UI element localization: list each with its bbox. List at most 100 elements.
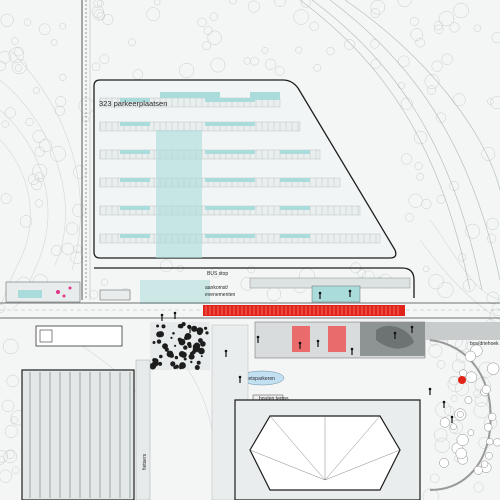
arena-roof-lines	[249, 415, 401, 481]
tree-symbol	[274, 0, 286, 7]
parking-green-strip	[160, 92, 220, 98]
person-head	[442, 400, 446, 404]
plaza-dot	[177, 323, 183, 329]
red-band-crossing	[205, 306, 399, 315]
tree-symbol	[415, 37, 425, 48]
tree-symbol	[96, 12, 105, 21]
tree-symbol	[153, 0, 161, 6]
tree-symbol	[27, 173, 40, 185]
tree-symbol	[247, 265, 256, 274]
tree-symbol	[434, 428, 448, 442]
plaza-dot	[174, 344, 177, 347]
plaza-dot	[172, 332, 175, 335]
building-roof-ridges	[29, 372, 131, 498]
parking-green-strip	[205, 206, 255, 210]
tree-symbol	[449, 420, 463, 435]
person-head	[316, 339, 320, 343]
park-tree	[487, 362, 500, 375]
tree-symbol	[39, 138, 53, 153]
parking-green-strip	[120, 98, 150, 102]
large-building	[21, 369, 135, 500]
plaza-dot	[153, 358, 159, 364]
arrival-label-line1: aankomst/	[205, 285, 229, 291]
person-head	[188, 325, 192, 329]
park-tree	[450, 423, 457, 430]
tree-symbol	[4, 107, 16, 119]
parking-rows	[99, 92, 381, 244]
tree-symbol	[159, 259, 173, 273]
tree-symbol	[4, 424, 18, 438]
plaza-dot-pattern	[149, 322, 209, 370]
tree-symbol	[31, 179, 43, 191]
tree-symbol	[370, 0, 386, 15]
tree-symbol	[370, 59, 381, 69]
tree-symbol	[102, 14, 114, 26]
tree-symbol	[14, 64, 23, 72]
event-red-band	[203, 305, 405, 316]
park-tree	[464, 396, 473, 404]
tree-symbol	[72, 203, 86, 218]
plaza-dot	[188, 353, 195, 360]
plaza-dot	[196, 360, 201, 365]
plaza-dot	[166, 350, 174, 358]
tree-symbol	[247, 0, 260, 13]
tree-symbol	[31, 163, 48, 180]
plaza-dot	[191, 325, 198, 332]
plaza-dot	[158, 361, 163, 366]
tree-symbol	[430, 473, 440, 483]
plaza-dot	[170, 336, 173, 339]
parking-green-strip	[280, 150, 310, 154]
park-tree	[488, 412, 497, 421]
vertical-road	[81, 0, 91, 300]
tree-symbol	[1, 399, 15, 413]
tree-symbol	[326, 46, 335, 56]
tree-symbol	[0, 60, 6, 72]
tree-symbol	[452, 359, 466, 373]
tree-symbol	[73, 165, 87, 179]
tree-symbol	[210, 57, 226, 73]
bus-stop-label: BUS stop	[207, 271, 228, 277]
tree-symbol	[11, 59, 27, 75]
person-head	[393, 331, 397, 335]
tree-symbol	[301, 0, 311, 8]
park-tree	[455, 447, 467, 460]
tree-symbol	[97, 0, 104, 7]
tree-symbol	[23, 18, 32, 26]
parking-green-strip	[280, 234, 310, 238]
tree-symbol	[426, 85, 437, 95]
tree-symbol	[422, 488, 439, 500]
tree-symbol	[99, 54, 110, 65]
tree-symbol	[410, 28, 424, 41]
parking-green-strip	[280, 178, 310, 182]
plaza-dot	[200, 355, 203, 358]
tree-symbol	[34, 172, 45, 183]
tree-symbol	[3, 449, 18, 464]
tree-symbol	[0, 13, 14, 27]
tree-symbol	[490, 96, 500, 110]
parking-green-strip	[120, 122, 150, 126]
plaza-dot	[152, 341, 156, 344]
plaza-dot	[204, 326, 208, 330]
plaza-dot	[181, 322, 186, 327]
tree-symbol	[0, 455, 5, 466]
park-tree	[456, 410, 464, 418]
plaza-dot	[156, 331, 163, 338]
tree-symbol	[473, 482, 484, 493]
plaza-dot	[180, 343, 183, 346]
parking-capacity-label: 323 parkeerplaatsen	[99, 99, 167, 108]
tree-symbol	[0, 50, 12, 64]
tree-symbol	[486, 233, 497, 243]
tree-symbol	[435, 112, 447, 123]
person-head	[318, 291, 322, 295]
side-path	[135, 359, 151, 500]
park-tree	[465, 371, 478, 383]
tree-symbol	[491, 32, 500, 43]
tree-symbol	[428, 343, 443, 358]
tree-symbol	[34, 199, 43, 208]
tree-symbol	[295, 46, 303, 54]
tree-symbol	[453, 2, 469, 19]
pavilion-inner	[39, 329, 53, 343]
person-head	[410, 325, 414, 329]
plaza-dot	[196, 327, 204, 335]
tree-symbol	[313, 63, 322, 72]
